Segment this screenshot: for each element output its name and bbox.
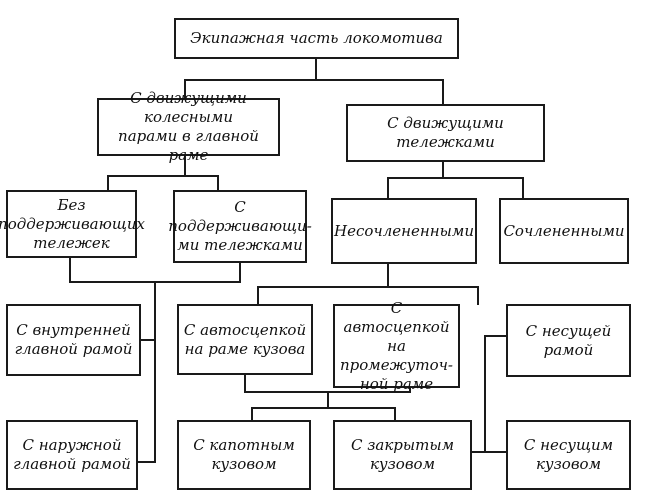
node-outer-main-frame: С наружной главной рамой (6, 420, 138, 490)
node-driving-bogies: С движущими тележками (346, 104, 545, 162)
node-without-support-bogies: Без поддерживающих тележек (0, 190, 145, 258)
node-hood-body: С капотным кузовом (177, 420, 311, 490)
root-node: Экипажная часть локомотива (174, 18, 459, 59)
node-wheelsets-in-main-frame: С движущими колесными парами в главной р… (97, 89, 280, 164)
node-with-support-bogies: С поддерживающи- ми тележками (168, 190, 312, 263)
node-inner-main-frame: С внутренней главной рамой (6, 304, 141, 376)
node-load-bearing-frame: С несущей рамой (506, 304, 631, 377)
node-closed-body: С закрытым кузовом (333, 420, 472, 490)
node-coupler-on-body-frame: С автосцепкой на раме кузова (177, 304, 313, 375)
node-non-articulated: Несочлененными (331, 198, 477, 264)
node-load-bearing-body: С несущим кузовом (506, 420, 631, 490)
node-coupler-on-intermediate-frame: С автосцепкой на промежуточ- ной раме (333, 299, 460, 393)
node-articulated: Сочлененными (499, 198, 629, 264)
